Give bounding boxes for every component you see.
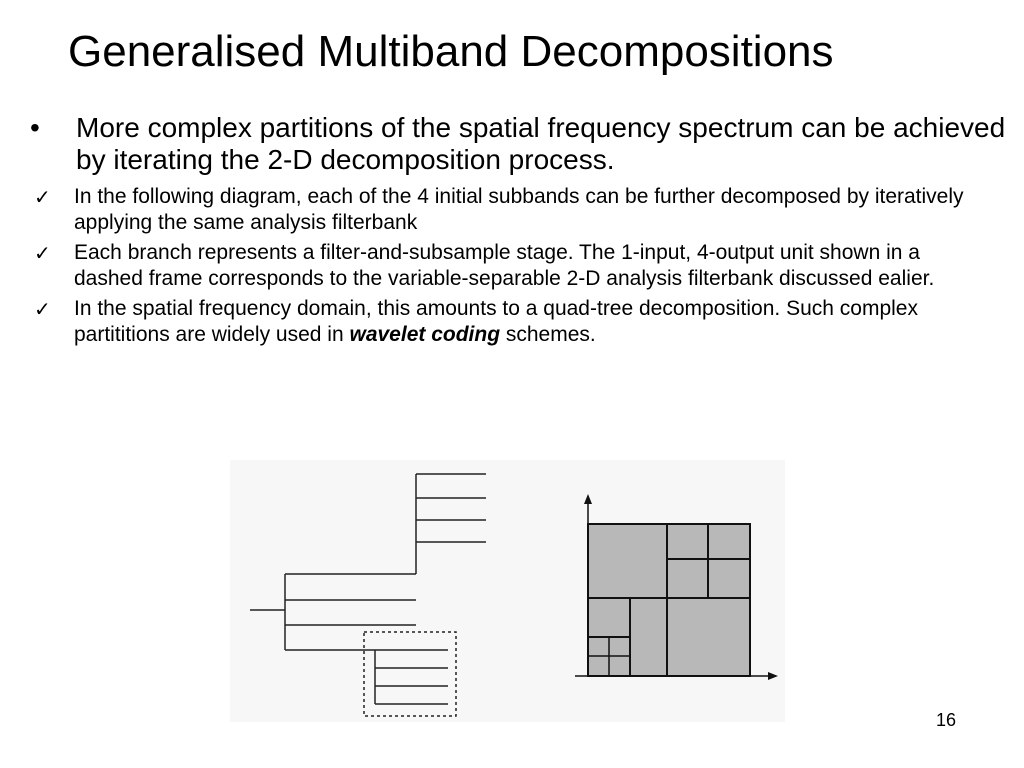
slide-title: Generalised Multiband Decompositions <box>68 27 834 76</box>
decomposition-figure-svg <box>250 473 778 717</box>
sub-bullet-3: ✓ In the spatial frequency domain, this … <box>34 296 984 348</box>
main-bullet: • More complex partitions of the spatial… <box>30 112 1020 176</box>
sub-bullet-2-text: Each branch represents a filter-and-subs… <box>74 241 935 290</box>
checkmark-icon: ✓ <box>34 185 51 209</box>
sub-bullet-2: ✓ Each branch represents a filter-and-su… <box>34 240 984 292</box>
sub-bullet-1-text: In the following diagram, each of the 4 … <box>74 185 964 234</box>
sub-bullet-list: ✓ In the following diagram, each of the … <box>34 184 984 352</box>
horizontal-axis-arrow-icon <box>768 672 778 680</box>
main-bullet-text: More complex partitions of the spatial f… <box>76 112 1006 175</box>
frequency-partition-diagram <box>575 494 778 680</box>
analysis-filterbank-dashed-frame <box>363 631 457 717</box>
checkmark-icon: ✓ <box>34 241 51 265</box>
bullet-dot-icon: • <box>30 112 40 143</box>
vertical-axis-arrow-icon <box>584 494 592 504</box>
sub-bullet-3-text-before: In the spatial frequency domain, this am… <box>74 297 918 346</box>
quad-tree-branch-diagram <box>250 473 486 717</box>
wavelet-coding-emphasis: wavelet coding <box>349 323 501 346</box>
partition-outer-square <box>587 523 751 677</box>
sub-bullet-1: ✓ In the following diagram, each of the … <box>34 184 984 236</box>
decomposition-figure <box>230 460 785 722</box>
sub-bullet-3-text-after: schemes. <box>500 323 596 346</box>
page-number: 16 <box>936 710 957 730</box>
checkmark-icon: ✓ <box>34 297 51 321</box>
